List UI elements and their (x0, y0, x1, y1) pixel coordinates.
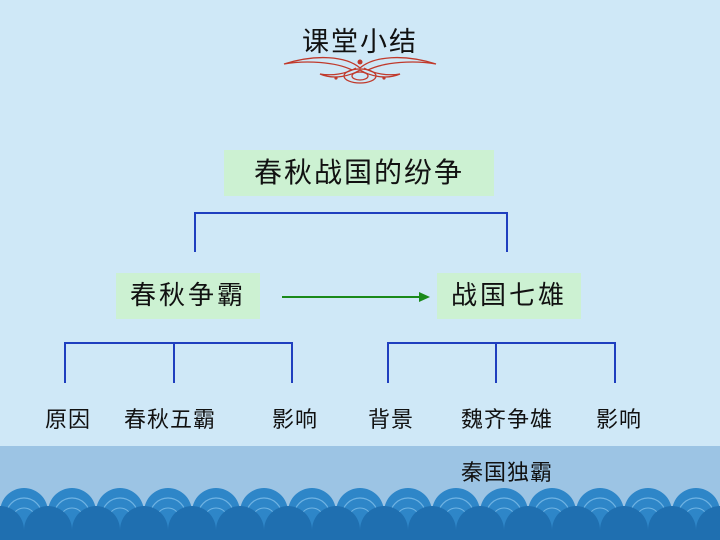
leaf-qin-dominance: 秦国独霸 (461, 461, 554, 486)
leaf-background: 背景 (368, 408, 415, 433)
wave-decoration (0, 486, 720, 540)
branch-box-warring-states: 战国七雄 (437, 273, 581, 319)
slide-title: 课堂小结 (302, 27, 418, 58)
title-ornament-icon (283, 56, 437, 84)
branch-box-spring-autumn: 春秋争霸 (116, 273, 260, 319)
leaf-impact-left: 影响 (272, 408, 319, 433)
leaf-five-hegemons: 春秋五霸 (124, 408, 217, 433)
leaf-cause: 原因 (45, 408, 92, 433)
leaf-impact-right: 影响 (596, 408, 643, 433)
leaf-wei-qi-rivalry: 魏齐争雄 (461, 408, 554, 433)
root-topic-box: 春秋战国的纷争 (224, 150, 494, 196)
